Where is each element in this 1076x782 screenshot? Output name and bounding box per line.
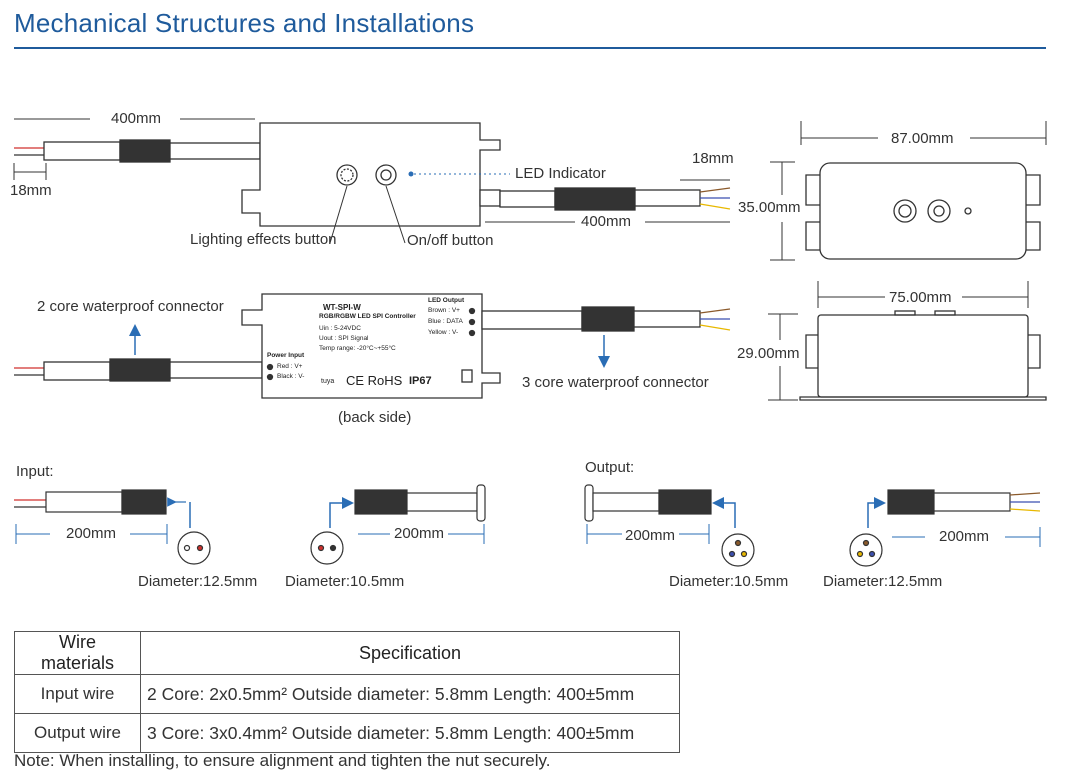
in-female-diameter: Diameter:10.5mm — [285, 573, 405, 590]
side-view-side — [799, 310, 1047, 401]
dim-input-length: 400mm — [111, 110, 162, 127]
table-row: Input wire 2 Core: 2x0.5mm² Outside diam… — [14, 674, 680, 714]
header-specification: Specification — [140, 631, 680, 675]
in-male-diameter: Diameter:12.5mm — [138, 573, 258, 590]
label-brown: Brown : V+ — [428, 307, 460, 314]
top-view-device — [14, 122, 731, 227]
label-uout: Uout : SPI Signal — [319, 335, 369, 342]
back-side-caption: (back side) — [338, 409, 412, 426]
label-black: Black : V- — [277, 373, 305, 380]
label-blue: Blue : DATA — [428, 318, 463, 325]
header-wire-materials: Wire materials — [14, 631, 141, 675]
label-ce-rohs: CE RoHS — [346, 373, 403, 388]
row-name: Input wire — [14, 674, 141, 714]
label-desc: RGB/RGBW LED SPI Controller — [319, 313, 416, 320]
label-red: Red : V+ — [277, 363, 303, 370]
onoff-button-label: On/off button — [407, 232, 494, 249]
input-male-connector — [14, 489, 211, 565]
dim-height-bottom: 29.00mm — [737, 345, 800, 362]
back-input-connector — [109, 358, 171, 382]
table-header-row: Wire materials Specification — [14, 631, 680, 675]
label-ip67: IP67 — [409, 375, 432, 387]
lighting-button-label: Lighting effects button — [190, 231, 337, 248]
back-output-connector — [581, 306, 635, 332]
output-section-label: Output: — [585, 459, 635, 476]
dim-output-strip: 18mm — [692, 150, 734, 167]
input-connector — [119, 139, 171, 163]
out-male-length: 200mm — [939, 528, 990, 545]
label-temp: Temp range: -20°C~+55°C — [319, 345, 396, 352]
wire-spec-table: Wire materials Specification Input wire … — [14, 631, 680, 753]
out-female-diameter: Diameter:10.5mm — [669, 573, 789, 590]
label-uin: Uin : 5-24VDC — [319, 325, 361, 332]
dim-width-top: 87.00mm — [891, 130, 954, 147]
label-model: WT-SPI-W — [323, 303, 361, 312]
row-spec: 2 Core: 2x0.5mm² Outside diameter: 5.8mm… — [140, 674, 680, 714]
page-title: Mechanical Structures and Installations — [14, 8, 475, 38]
dim-height-top: 35.00mm — [738, 199, 801, 216]
install-note: Note: When installing, to ensure alignme… — [14, 751, 551, 770]
side-view-front — [805, 162, 1041, 260]
row-spec: 3 Core: 3x0.4mm² Outside diameter: 5.8mm… — [140, 713, 680, 753]
out-female-length: 200mm — [625, 527, 676, 544]
title-rule — [14, 47, 1046, 49]
label-led-output: LED Output — [428, 297, 465, 304]
in-male-length: 200mm — [66, 525, 117, 542]
dim-width-bottom: 75.00mm — [889, 289, 952, 306]
input-connector-label: 2 core waterproof connector — [37, 298, 224, 315]
dim-output-length: 400mm — [581, 213, 632, 230]
out-male-diameter: Diameter:12.5mm — [823, 573, 943, 590]
output-female-connector — [584, 484, 755, 567]
dim-input-strip: 18mm — [10, 182, 52, 199]
output-connector — [554, 187, 636, 211]
label-power-input: Power Input — [267, 352, 305, 359]
table-row: Output wire 3 Core: 3x0.4mm² Outside dia… — [14, 713, 680, 753]
back-view-device — [14, 293, 731, 399]
output-male-connector — [849, 489, 1041, 567]
output-connector-label: 3 core waterproof connector — [522, 374, 709, 391]
label-tuya: tuya — [321, 378, 335, 385]
row-name: Output wire — [14, 713, 141, 753]
input-section-label: Input: — [16, 463, 54, 480]
label-yellow: Yellow : V- — [428, 329, 459, 336]
input-female-connector — [310, 484, 486, 565]
led-indicator-label: LED Indicator — [515, 165, 606, 182]
in-female-length: 200mm — [394, 525, 445, 542]
